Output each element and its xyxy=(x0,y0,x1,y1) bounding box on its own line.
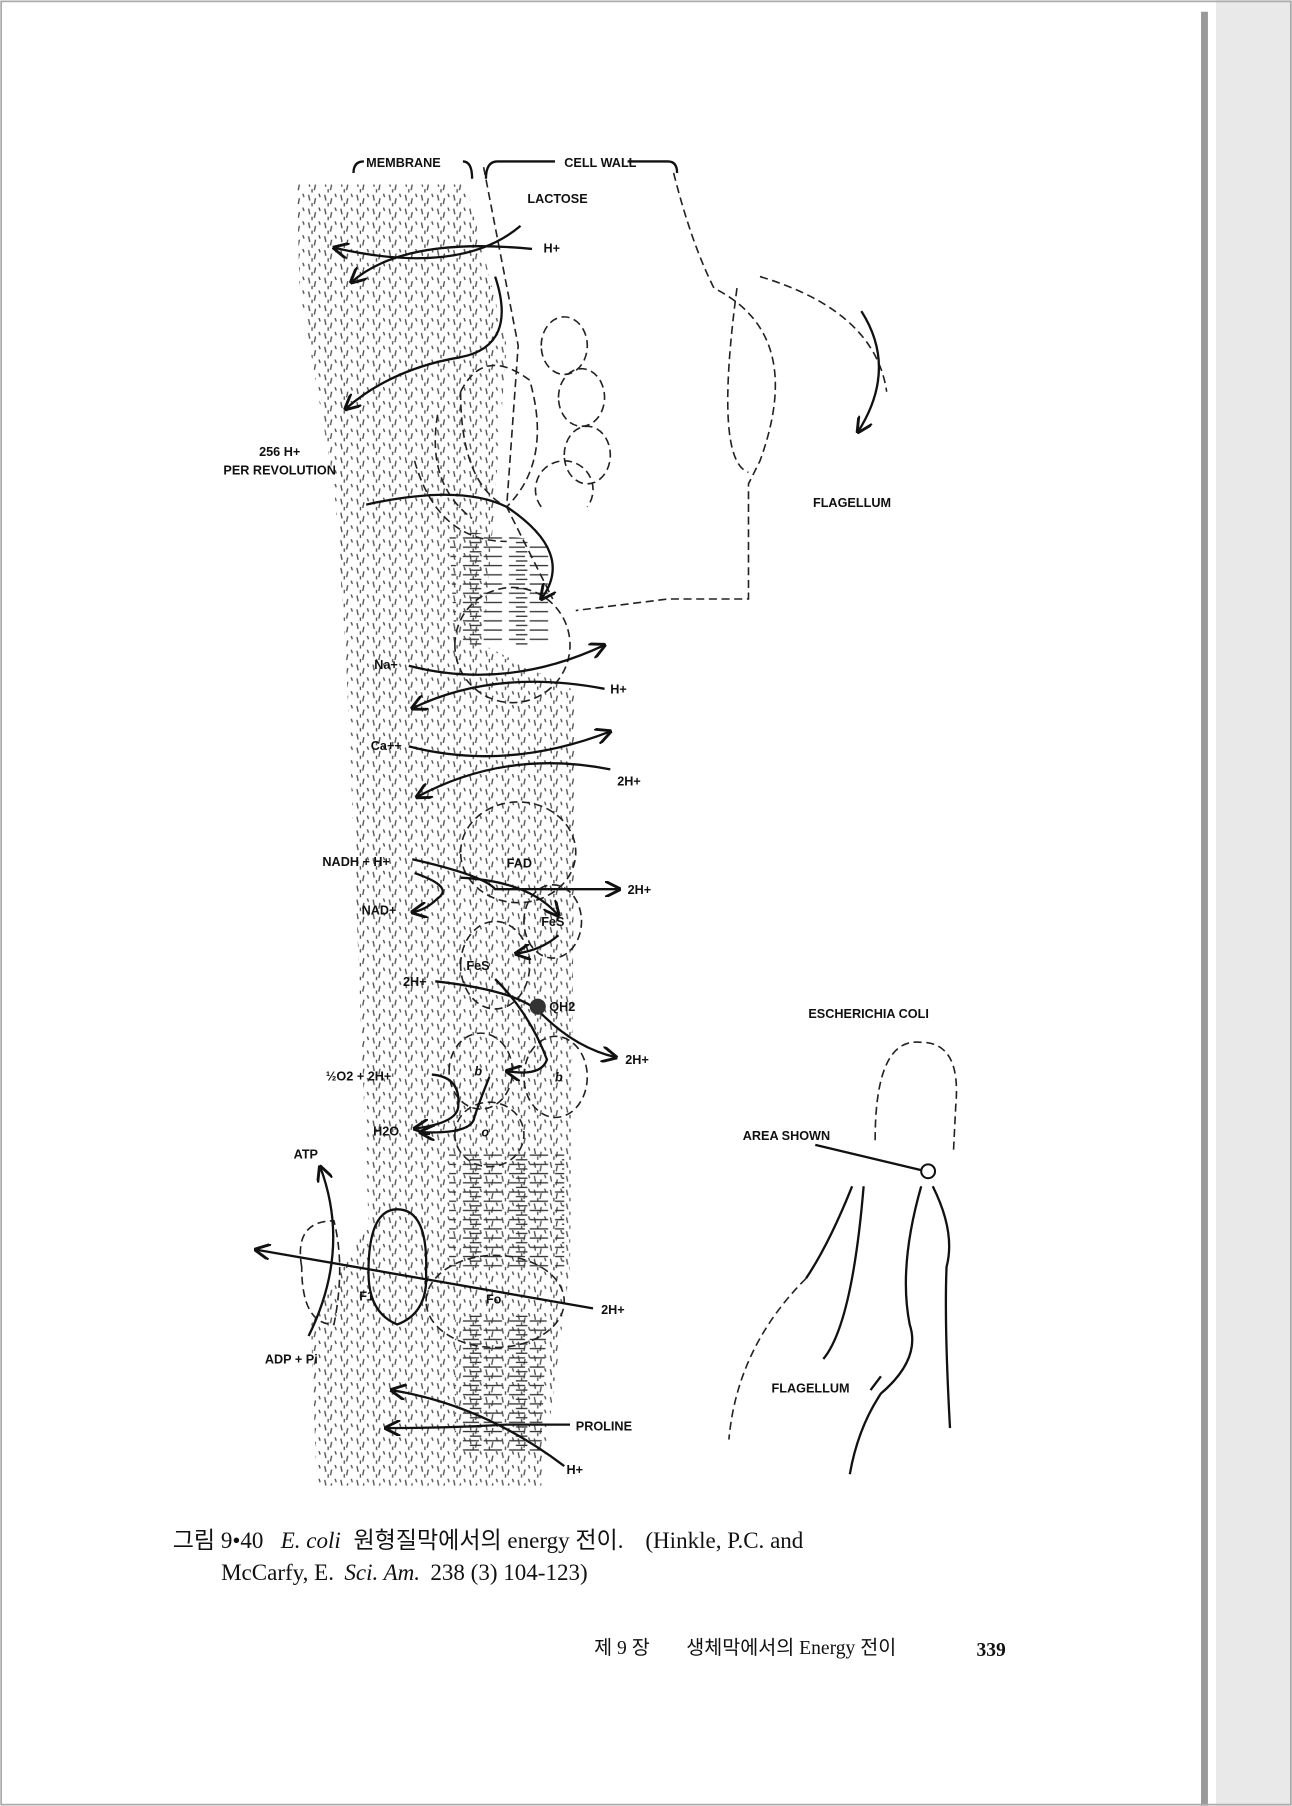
label-h-lactose: H+ xyxy=(544,241,561,255)
label-fes-1: FeS xyxy=(541,915,564,929)
figure-caption: 그림 9•40 E. coli 원형질막에서의 energy 전이. (Hink… xyxy=(173,1527,804,1585)
figure-labels: MEMBRANE CELL WALL LACTOSE H+ 256 H+ PER… xyxy=(223,156,928,1477)
caption-ref-author: McCarfy, E. xyxy=(221,1559,334,1585)
svg-text:그림 9•40 E. coli 원형: 그림 9•40 E. coli 원형질막에서의 energy 전이. (Hink… xyxy=(173,1527,804,1553)
footer-title: 생체막에서의 Energy 전이 xyxy=(686,1637,896,1659)
label-escherichia-coli: ESCHERICHIA COLI xyxy=(808,1007,928,1021)
label-area-shown: AREA SHOWN xyxy=(743,1129,830,1143)
label-f1: F1 xyxy=(359,1289,374,1303)
label-na: Na+ xyxy=(374,658,398,672)
label-qh2: QH2 xyxy=(549,1000,575,1014)
label-ca: Ca++ xyxy=(371,739,402,753)
page-footer: 제 9 장 생체막에서의 Energy 전이 339 xyxy=(594,1637,1006,1661)
label-2h-atp: 2H+ xyxy=(601,1303,625,1317)
ecoli-inset-drawing xyxy=(728,1041,958,1475)
page-number: 339 xyxy=(976,1640,1006,1661)
label-adp: ADP + Pi xyxy=(265,1353,318,1367)
label-atp: ATP xyxy=(294,1148,319,1162)
membrane-illustration xyxy=(297,167,888,1486)
caption-title: 원형질막에서의 energy 전이. xyxy=(353,1527,623,1553)
caption-species: E. coli xyxy=(280,1527,341,1553)
label-b-2: b xyxy=(555,1070,563,1084)
label-fo: Fo xyxy=(486,1293,502,1307)
label-membrane: MEMBRANE xyxy=(366,156,441,170)
label-h-proline: H+ xyxy=(567,1463,584,1477)
label-proline: PROLINE xyxy=(576,1419,632,1433)
caption-prefix: 그림 9•40 xyxy=(173,1527,264,1553)
cell-wall-bracket xyxy=(484,160,679,179)
page-edge-shadow xyxy=(1216,0,1292,1806)
footer-chapter: 제 9 장 xyxy=(594,1637,650,1659)
label-o2: ½O2 + 2H+ xyxy=(326,1069,391,1083)
membrane-bracket xyxy=(352,160,474,179)
label-h2o: H2O xyxy=(373,1125,399,1139)
label-flagellum-top: FLAGELLUM xyxy=(813,496,891,510)
label-lactose: LACTOSE xyxy=(527,192,587,206)
label-2h-in: 2H+ xyxy=(403,975,427,989)
label-fes-2: FeS xyxy=(466,959,489,973)
label-h-na: H+ xyxy=(610,682,627,696)
label-2h-ca: 2H+ xyxy=(617,775,641,789)
caption-ref-journal: Sci. Am. xyxy=(344,1559,420,1585)
label-nadh: NADH + H+ xyxy=(322,855,390,869)
label-2h-out: 2H+ xyxy=(625,1053,649,1067)
label-nad: NAD+ xyxy=(362,904,397,918)
label-b-1: b xyxy=(474,1065,482,1079)
label-2h-fad: 2H+ xyxy=(628,883,652,897)
label-per-rev-count: 256 H+ xyxy=(259,445,300,459)
svg-text:McCarfy, E. Sci. Am.: McCarfy, E. Sci. Am. 238 (3) 104-123) xyxy=(221,1559,588,1585)
label-flagellum-bottom: FLAGELLUM xyxy=(772,1381,850,1395)
transport-arrows xyxy=(256,225,881,1468)
label-per-revolution: PER REVOLUTION xyxy=(223,464,336,478)
label-fad: FAD xyxy=(507,856,532,870)
caption-ref-volume: 238 (3) 104-123) xyxy=(430,1559,587,1585)
label-o: o xyxy=(481,1126,489,1140)
label-cell-wall: CELL WALL xyxy=(564,156,636,170)
caption-ref-line1: (Hinkle, P.C. and xyxy=(645,1527,803,1553)
